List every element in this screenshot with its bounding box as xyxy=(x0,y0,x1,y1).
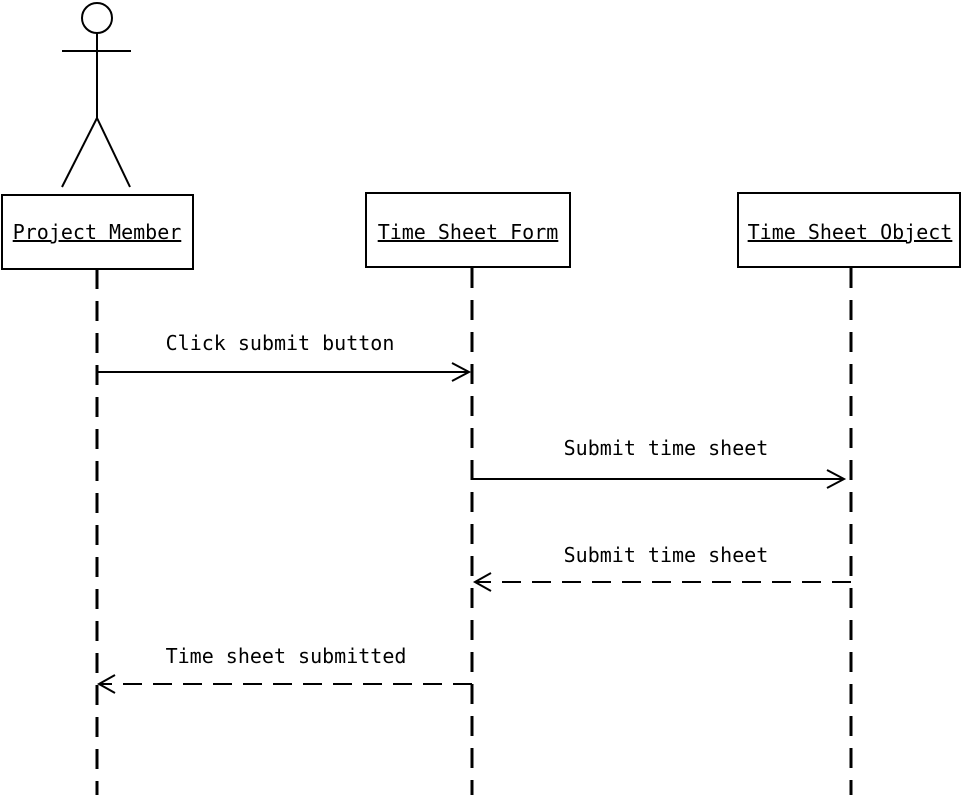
message-submit-time-sheet-return: Submit time sheet xyxy=(472,543,851,592)
message-label: Time sheet submitted xyxy=(166,644,407,668)
participant-time-sheet-object: Time Sheet Object xyxy=(737,192,961,268)
participant-label: Time Sheet Object xyxy=(748,220,953,244)
participant-label: Project Member xyxy=(13,220,182,244)
arrowhead-open xyxy=(472,572,492,592)
arrowhead-open xyxy=(451,362,472,382)
message-time-sheet-submitted: Time sheet submitted xyxy=(96,644,472,694)
message-submit-time-sheet: Submit time sheet xyxy=(472,436,847,489)
participant-project-member: Project Member xyxy=(1,194,194,270)
actor-figure xyxy=(61,2,131,188)
message-click-submit-button: Click submit button xyxy=(97,331,472,382)
arrowhead-open xyxy=(96,674,116,694)
message-label: Submit time sheet xyxy=(564,543,769,567)
message-label: Submit time sheet xyxy=(564,436,769,460)
message-label: Click submit button xyxy=(166,331,395,355)
participant-label: Time Sheet Form xyxy=(378,220,559,244)
participant-time-sheet-form: Time Sheet Form xyxy=(365,192,571,268)
arrowhead-open xyxy=(826,469,847,489)
